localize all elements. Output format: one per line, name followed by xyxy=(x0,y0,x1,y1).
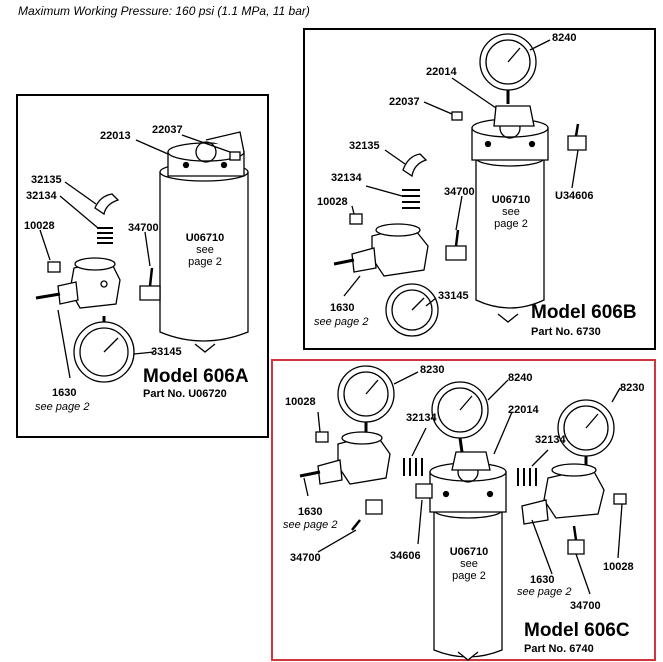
callout-10028: 10028 xyxy=(24,220,55,232)
model-606b-drawing xyxy=(333,33,587,337)
callout-32134-left: 32134 xyxy=(406,412,437,424)
filter-note-page: page 2 xyxy=(452,570,486,582)
filter-code-text: U06710 xyxy=(185,232,225,244)
callout-32134: 32134 xyxy=(331,172,362,184)
callout-34700-left: 34700 xyxy=(290,552,321,564)
callout-1630-left: 1630 xyxy=(298,506,323,518)
callout-22037: 22037 xyxy=(152,124,183,136)
model-title: Model 606A xyxy=(143,366,249,387)
callout-34700-right: 34700 xyxy=(570,600,601,612)
see-page-note: see page 2 xyxy=(314,316,369,328)
part-number: Part No. 6730 xyxy=(531,326,601,338)
filter-code: U06710 see page 2 xyxy=(486,194,536,230)
callout-32134-right: 32134 xyxy=(535,434,566,446)
callout-8230-right: 8230 xyxy=(620,382,645,394)
callout-1630-right: 1630 xyxy=(530,574,555,586)
model-title: Model 606B xyxy=(531,302,637,323)
filter-code-text: U06710 xyxy=(449,546,489,558)
callout-10028-right: 10028 xyxy=(603,561,634,573)
callout-8240: 8240 xyxy=(508,372,533,384)
model-606a-drawing xyxy=(35,131,249,383)
filter-note-see: see xyxy=(196,244,214,256)
see-page-note-left: see page 2 xyxy=(283,519,338,531)
callout-32134: 32134 xyxy=(26,190,57,202)
callout-34700: 34700 xyxy=(444,186,475,198)
callout-22013: 22013 xyxy=(100,130,131,142)
filter-code: U06710 see page 2 xyxy=(444,546,494,582)
see-page-note: see page 2 xyxy=(35,401,90,413)
see-page-note-right: see page 2 xyxy=(517,586,572,598)
callout-22014: 22014 xyxy=(426,66,457,78)
filter-note-page: page 2 xyxy=(188,256,222,268)
callout-1630: 1630 xyxy=(330,302,355,314)
callout-1630: 1630 xyxy=(52,387,77,399)
callout-34606: 34606 xyxy=(390,550,421,562)
callout-U34606: U34606 xyxy=(555,190,594,202)
callout-10028: 10028 xyxy=(317,196,348,208)
callout-34700: 34700 xyxy=(128,222,159,234)
model-title: Model 606C xyxy=(524,620,630,641)
filter-note-see: see xyxy=(460,558,478,570)
pressure-note: Maximum Working Pressure: 160 psi (1.1 M… xyxy=(18,4,310,18)
callout-33145: 33145 xyxy=(438,290,469,302)
filter-note-see: see xyxy=(502,206,520,218)
filter-note-page: page 2 xyxy=(494,218,528,230)
part-number: Part No. 6740 xyxy=(524,643,594,655)
callout-22014: 22014 xyxy=(508,404,539,416)
callout-10028-left: 10028 xyxy=(285,396,316,408)
callout-22037: 22037 xyxy=(389,96,420,108)
callout-8230-left: 8230 xyxy=(420,364,445,376)
part-number: Part No. U06720 xyxy=(143,388,227,400)
callout-32135: 32135 xyxy=(349,140,380,152)
callout-33145: 33145 xyxy=(151,346,182,358)
callout-8240: 8240 xyxy=(552,32,577,44)
filter-code-text: U06710 xyxy=(491,194,531,206)
model-606c-drawing xyxy=(299,365,627,661)
filter-code: U06710 see page 2 xyxy=(180,232,230,268)
callout-32135: 32135 xyxy=(31,174,62,186)
